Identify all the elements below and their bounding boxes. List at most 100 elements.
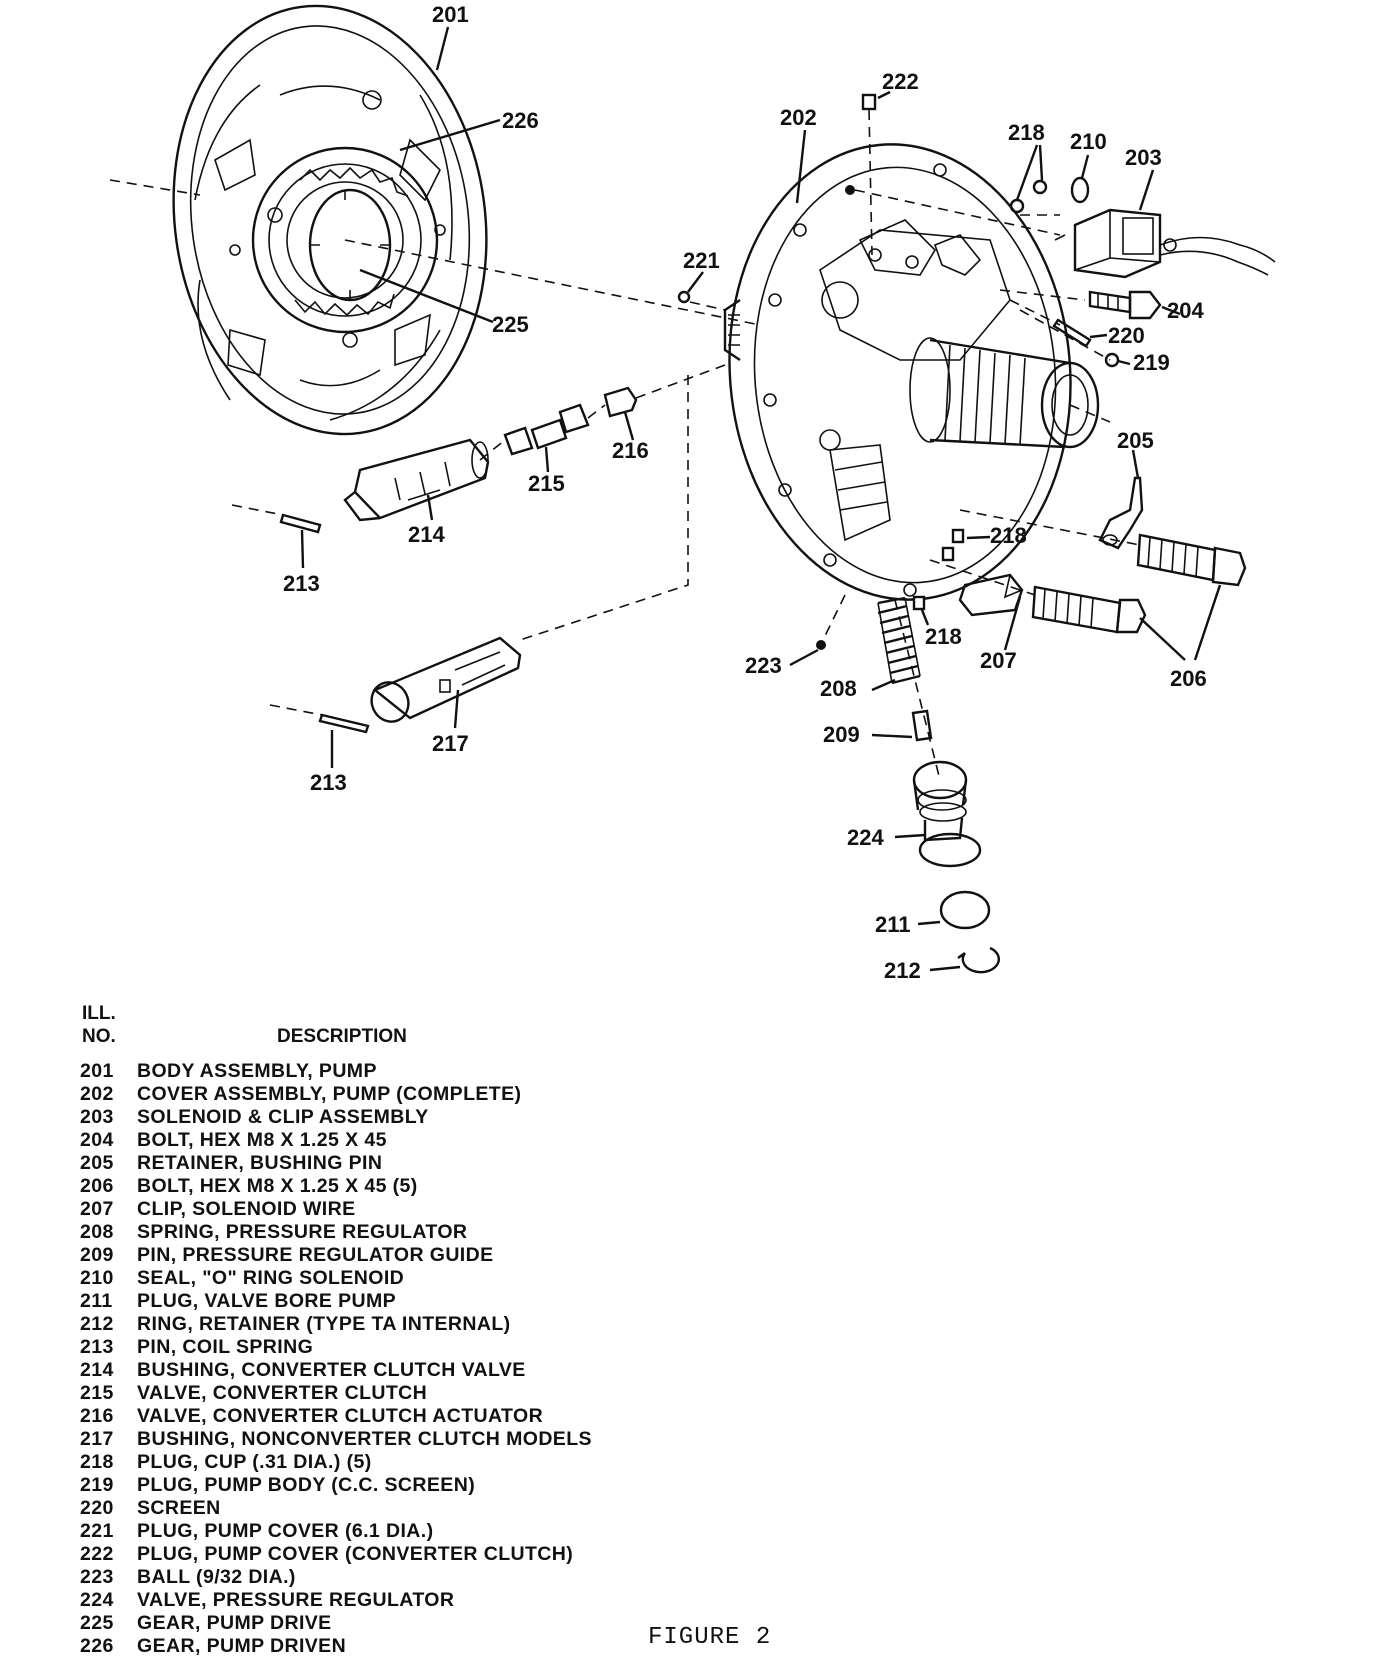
callout-213-lower: 213 — [310, 770, 347, 795]
retainer-205 — [1098, 476, 1144, 550]
bolt-204 — [1088, 290, 1162, 320]
legend-item-number: 207 — [80, 1198, 114, 1220]
legend-row: 210 SEAL, "O" RING SOLENOID — [80, 1267, 780, 1290]
plug-218-top-b — [1032, 179, 1048, 195]
legend-item-number: 203 — [80, 1106, 114, 1128]
legend-item-description: VALVE, CONVERTER CLUTCH ACTUATOR — [137, 1405, 544, 1427]
figure-label: FIGURE 2 — [648, 1624, 772, 1651]
bolts-206 — [1031, 533, 1247, 634]
ring-212 — [957, 946, 1000, 974]
legend-item-description: BODY ASSEMBLY, PUMP — [137, 1060, 377, 1082]
legend-header: ILL. NO. DESCRIPTION — [80, 1002, 780, 1060]
callout-207: 207 — [980, 648, 1017, 673]
callout-labels: 201 202 203 204 205 206 207 208 209 210 … — [283, 2, 1207, 983]
pump-body-201 — [109, 4, 488, 436]
callout-208: 208 — [820, 676, 857, 701]
callout-225: 225 — [492, 312, 529, 337]
legend-row: 203 SOLENOID & CLIP ASSEMBLY — [80, 1106, 780, 1129]
legend-item-description: RETAINER, BUSHING PIN — [137, 1152, 383, 1174]
plug-211 — [939, 890, 991, 930]
legend-item-number: 218 — [80, 1451, 114, 1473]
legend-item-description: BOLT, HEX M8 X 1.25 X 45 (5) — [137, 1175, 418, 1197]
callout-215: 215 — [528, 471, 565, 496]
legend-item-number: 209 — [80, 1244, 114, 1266]
callout-210: 210 — [1070, 129, 1107, 154]
valve-224 — [912, 760, 982, 868]
legend-item-number: 215 — [80, 1382, 114, 1404]
legend-item-number: 205 — [80, 1152, 114, 1174]
legend-item-number: 214 — [80, 1359, 114, 1381]
legend-row: 214 BUSHING, CONVERTER CLUTCH VALVE — [80, 1359, 780, 1382]
legend-item-number: 210 — [80, 1267, 114, 1289]
legend-item-number: 206 — [80, 1175, 114, 1197]
legend-item-number: 213 — [80, 1336, 114, 1358]
legend-item-description: BUSHING, CONVERTER CLUTCH VALVE — [137, 1359, 526, 1381]
legend-item-number: 211 — [80, 1290, 113, 1312]
clip-207 — [958, 573, 1024, 617]
legend-item-number: 224 — [80, 1589, 114, 1611]
legend-header-desc: DESCRIPTION — [277, 1026, 407, 1047]
callout-206: 206 — [1170, 666, 1207, 691]
legend-item-description: GEAR, PUMP DRIVE — [137, 1612, 332, 1634]
legend-item-description: GEAR, PUMP DRIVEN — [137, 1635, 347, 1657]
legend-row: 224 VALVE, PRESSURE REGULATOR — [80, 1589, 780, 1612]
legend-item-number: 212 — [80, 1313, 114, 1335]
legend-row: 215 VALVE, CONVERTER CLUTCH — [80, 1382, 780, 1405]
callout-209: 209 — [823, 722, 860, 747]
legend-row: 205 RETAINER, BUSHING PIN — [80, 1152, 780, 1175]
callout-217: 217 — [432, 731, 469, 756]
valve-216 — [603, 386, 638, 418]
legend-row: 226 GEAR, PUMP DRIVEN — [80, 1635, 780, 1658]
legend-item-number: 222 — [80, 1543, 114, 1565]
callout-221: 221 — [683, 248, 720, 273]
callout-203: 203 — [1125, 145, 1162, 170]
leader-lines — [300, 26, 1222, 972]
exploded-pump-diagram: 201 202 203 204 205 206 207 208 209 210 … — [109, 2, 1276, 983]
legend-header-no: ILL. NO. — [82, 1003, 116, 1047]
callout-222: 222 — [882, 69, 919, 94]
callout-202: 202 — [780, 105, 817, 130]
legend-item-description: BUSHING, NONCONVERTER CLUTCH MODELS — [137, 1428, 592, 1450]
legend-item-number: 226 — [80, 1635, 114, 1657]
legend-item-number: 201 — [80, 1060, 114, 1082]
parts-legend: ILL. NO. DESCRIPTION 201 BODY ASSEMBLY, P… — [80, 1002, 780, 1658]
bushing-217 — [370, 636, 522, 723]
solenoid-203 — [1054, 208, 1276, 279]
callout-218-mid: 218 — [990, 523, 1027, 548]
legend-item-number: 204 — [80, 1129, 114, 1151]
plug-222 — [861, 93, 877, 111]
callout-214: 214 — [408, 522, 445, 547]
plug-221 — [677, 290, 691, 304]
legend-item-description: PLUG, PUMP COVER (6.1 DIA.) — [137, 1520, 434, 1542]
plug-218-top-a — [1009, 198, 1025, 214]
legend-item-description: SPRING, PRESSURE REGULATOR — [137, 1221, 468, 1243]
callout-218-low: 218 — [925, 624, 962, 649]
callout-220: 220 — [1108, 323, 1145, 348]
callout-218-top: 218 — [1008, 120, 1045, 145]
legend-item-description: SEAL, "O" RING SOLENOID — [137, 1267, 405, 1289]
valve-215 — [503, 403, 590, 456]
legend-item-description: SOLENOID & CLIP ASSEMBLY — [137, 1106, 429, 1128]
callout-223: 223 — [745, 653, 782, 678]
callout-204: 204 — [1167, 298, 1204, 323]
legend-item-description: VALVE, CONVERTER CLUTCH — [137, 1382, 428, 1404]
pin-213-upper — [279, 513, 322, 534]
legend-item-description: VALVE, PRESSURE REGULATOR — [137, 1589, 455, 1611]
legend-item-description: PLUG, PUMP BODY (C.C. SCREEN) — [137, 1474, 476, 1496]
pin-213-lower — [318, 713, 370, 734]
callout-219: 219 — [1133, 350, 1170, 375]
legend-item-description: PLUG, VALVE BORE PUMP — [137, 1290, 397, 1312]
